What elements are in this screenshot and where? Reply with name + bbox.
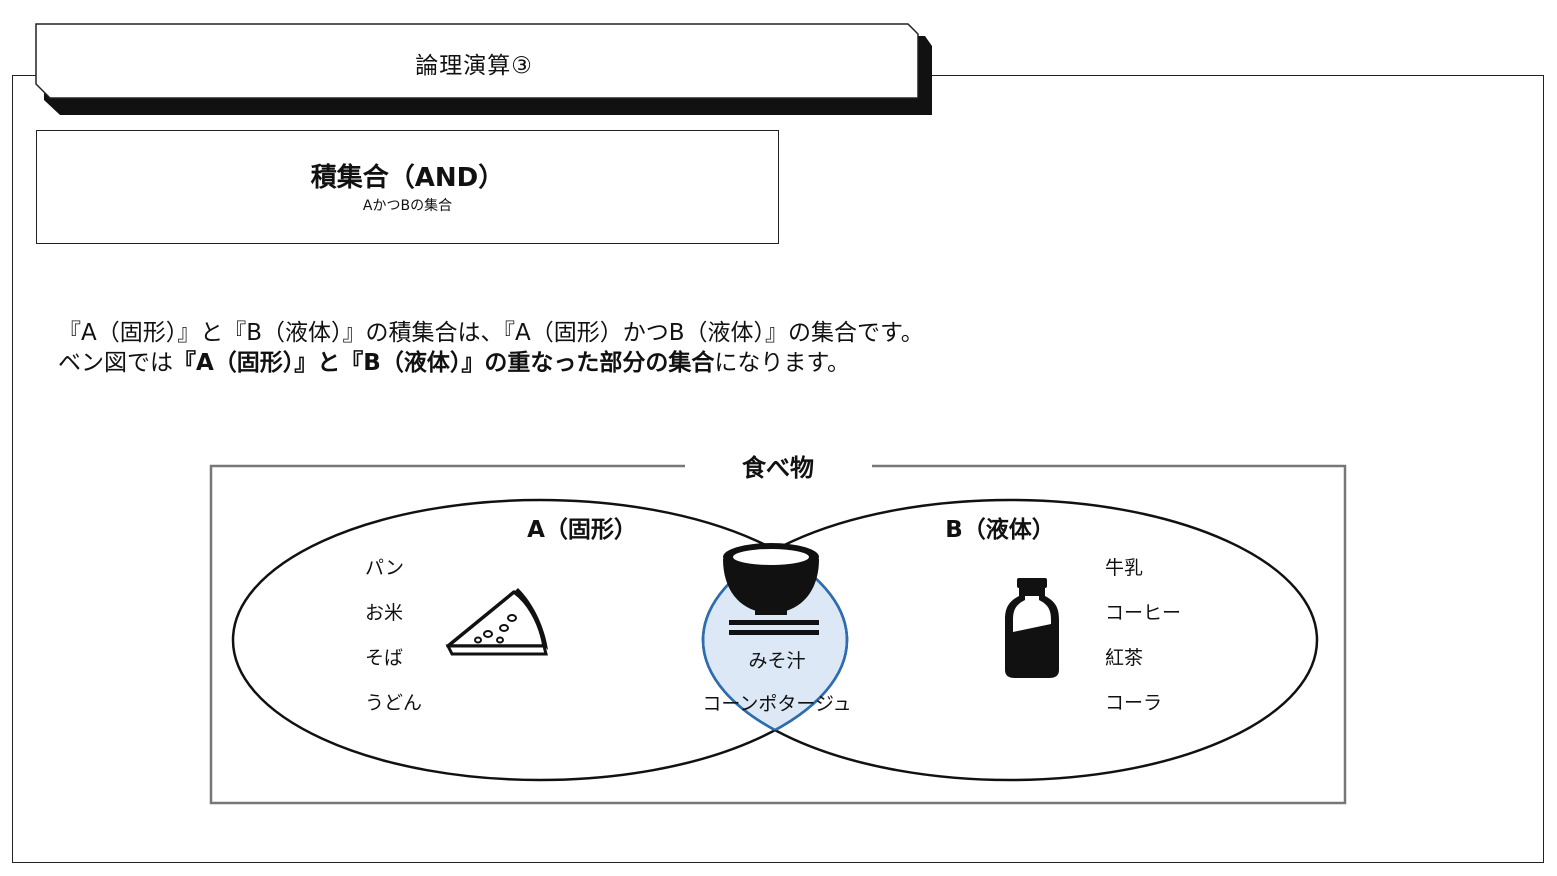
intersection-outline-left: [703, 500, 849, 780]
soup-bowl-icon: [723, 543, 819, 635]
set-a-item: パン: [365, 557, 404, 579]
intersection-item: コーンポタージュ: [702, 693, 851, 715]
description-line-1: 『A（固形）』と『B（液体）』の積集合は、『A（固形）かつB（液体）』の集合です…: [58, 320, 924, 346]
set-b-item: 牛乳: [1105, 557, 1143, 579]
title-tab: 論理演算③: [30, 22, 932, 117]
set-a-item: うどん: [365, 692, 422, 714]
intersection-outline-right: [701, 500, 847, 780]
intersection-item: みそ汁: [748, 650, 805, 672]
universe-rect: [209, 464, 1347, 805]
set-a-label: A（固形）: [527, 516, 637, 543]
and-subtitle: AかつBの集合: [362, 198, 453, 214]
description-suffix: になります。: [714, 350, 851, 376]
description-emphasis: 『A（固形）』と『B（液体）』の重なった部分の集合: [173, 350, 715, 376]
milk-bottle-icon: [1005, 578, 1059, 678]
pizza-slice-icon: [445, 588, 548, 656]
and-title: 積集合（AND）: [310, 163, 505, 193]
set-a-item: そば: [365, 647, 403, 669]
universe-label: 食べ物: [742, 454, 814, 482]
set-a-item: お米: [365, 602, 403, 624]
page-title: 論理演算③: [415, 53, 533, 79]
set-b-item: コーヒー: [1105, 602, 1181, 624]
set-b-item: 紅茶: [1105, 647, 1143, 669]
set-b-label: B（液体）: [945, 516, 1055, 543]
description-prefix: ベン図では: [58, 350, 173, 376]
set-b-item: コーラ: [1105, 692, 1162, 714]
and-heading-box: 積集合（AND） AかつBの集合: [36, 130, 779, 244]
description-line-2: ベン図では『A（固形）』と『B（液体）』の重なった部分の集合になります。: [58, 343, 850, 377]
